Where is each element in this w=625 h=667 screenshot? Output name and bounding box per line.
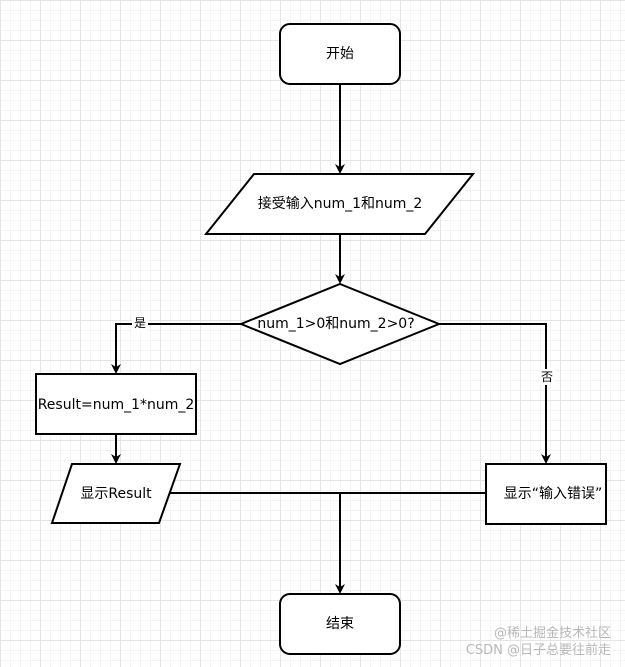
end-node <box>279 593 401 655</box>
start-label: 开始 <box>326 46 354 62</box>
end-label: 结束 <box>326 616 354 632</box>
decision-label: num_1>0和num_2>0? <box>257 316 414 332</box>
watermark-line-1: @稀土掘金技术社区 <box>493 626 611 641</box>
edge-decision-yes <box>111 323 241 374</box>
show-error-node <box>485 463 607 525</box>
input-node <box>203 173 476 235</box>
edge-decision-no <box>439 323 551 464</box>
watermark-line-2: CSDN @日子总要往前走 <box>465 643 611 658</box>
show-result-node <box>50 463 182 524</box>
compute-label: Result=num_1*num_2 <box>38 397 195 413</box>
show-error-label: 显示“输入错误” <box>504 486 603 502</box>
decision-node <box>238 282 442 366</box>
compute-node <box>35 373 197 435</box>
edge-label-no: 否 <box>541 370 553 384</box>
start-node <box>279 23 401 85</box>
watermark: @稀土掘金技术社区 CSDN @日子总要往前走 <box>466 625 611 659</box>
show-result-label: 显示Result <box>80 486 152 502</box>
edge-label-yes: 是 <box>134 316 146 330</box>
input-label: 接受输入num_1和num_2 <box>258 195 423 212</box>
